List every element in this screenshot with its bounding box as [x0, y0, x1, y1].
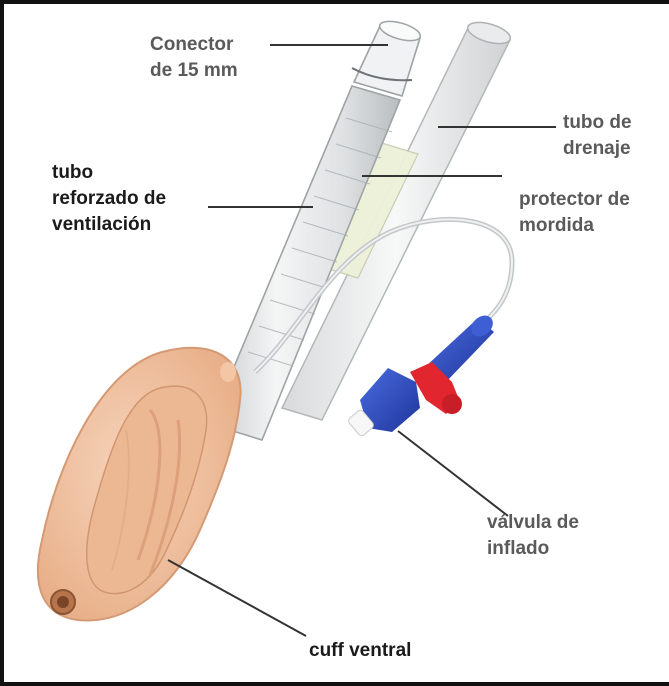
ventral-cuff [38, 348, 241, 621]
leader-cuff [168, 560, 306, 636]
inflation-valve [347, 311, 497, 437]
label-valvula: válvula de inflado [487, 510, 579, 562]
connector-15mm [352, 18, 422, 96]
label-tubo-reforzado: tubo reforzado de ventilación [52, 160, 166, 238]
frame-border-bottom [0, 682, 669, 686]
laryngeal-mask-illustration [4, 4, 669, 682]
label-tubo-drenaje: tubo de drenaje [563, 110, 632, 162]
leader-valvula [398, 431, 508, 516]
label-protector: protector de mordida [519, 187, 630, 239]
label-cuff: cuff ventral [309, 638, 411, 664]
label-conector: Conector de 15 mm [150, 32, 238, 84]
